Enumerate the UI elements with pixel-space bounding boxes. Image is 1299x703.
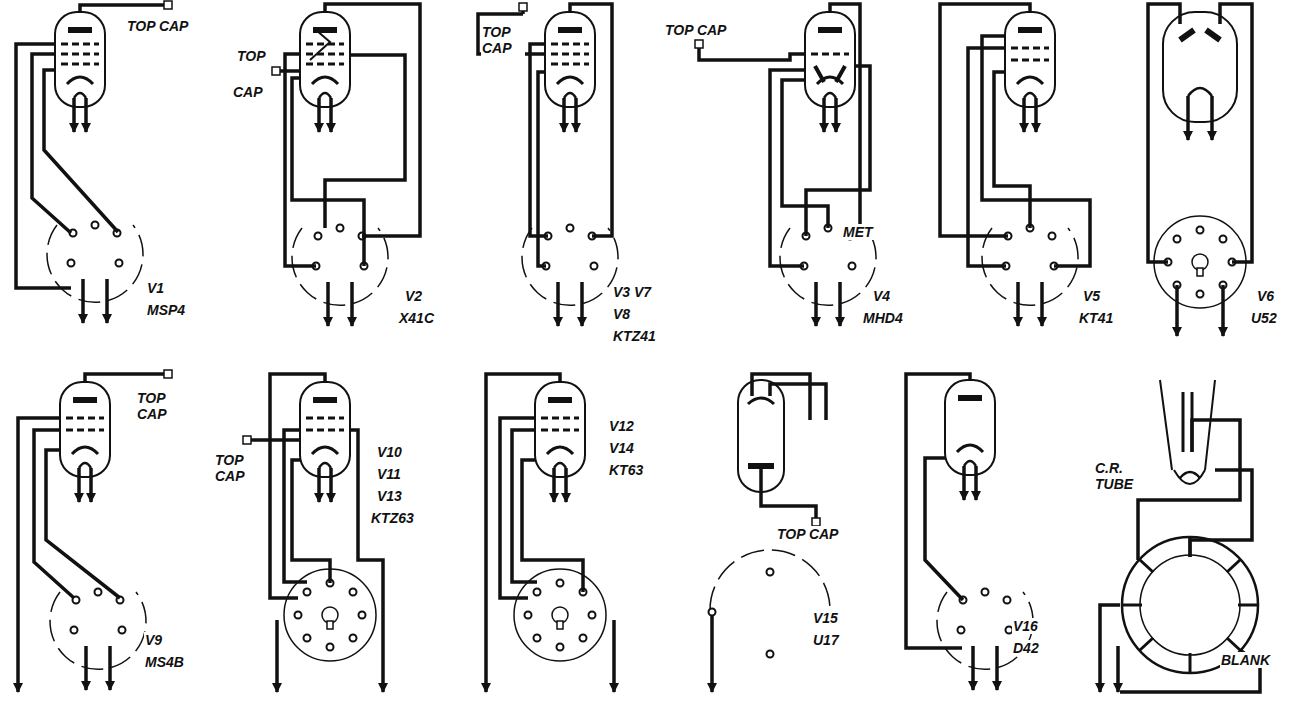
callout-label: X41C <box>398 310 435 326</box>
callout-label: V15 <box>812 610 839 626</box>
callout-label: V11 <box>376 466 402 482</box>
callout-label: V10 <box>376 444 403 460</box>
callout-label: TOP CAP <box>664 22 727 38</box>
callout-label: TOP CAP <box>136 390 180 422</box>
callout-label: V6 <box>1256 288 1275 304</box>
callout-label: V4 <box>872 288 891 304</box>
callout-label: TOP <box>236 48 267 64</box>
callout-label: KTZ63 <box>370 510 415 526</box>
callout-label: TOP CAP <box>776 526 839 542</box>
callout-label: CAP <box>232 84 264 100</box>
callout-label: V13 <box>376 488 403 504</box>
callout-label: KTZ41 <box>612 328 657 344</box>
callout-label: MS4B <box>144 654 185 670</box>
callout-label: MHD4 <box>862 310 904 326</box>
callout-label: TOP CAP <box>214 452 258 484</box>
callout-label: V14 <box>608 440 635 456</box>
callout-label: D42 <box>1012 640 1040 656</box>
callout-label: TOP CAP <box>481 24 525 56</box>
callout-label: C.R. TUBE <box>1094 460 1146 492</box>
callout-label: KT41 <box>1078 310 1114 326</box>
callout-label: U52 <box>1250 310 1278 326</box>
callout-label: V1 <box>146 280 165 296</box>
callout-label: BLANK <box>1220 652 1271 668</box>
callout-label: V12 <box>608 418 635 434</box>
callout-label: V2 <box>404 288 423 304</box>
callout-label: V16 <box>1012 618 1039 634</box>
callout-label: V8 <box>612 306 631 322</box>
callout-label: U17 <box>812 632 840 648</box>
callout-label: KT63 <box>608 462 644 478</box>
callout-label: TOP CAP <box>126 18 189 34</box>
callout-label: V5 <box>1082 288 1101 304</box>
callout-label: V9 <box>144 632 163 648</box>
callout-label: MSP4 <box>146 302 186 318</box>
callout-label: MET <box>842 224 874 240</box>
callout-label: V3 V7 <box>612 284 652 300</box>
